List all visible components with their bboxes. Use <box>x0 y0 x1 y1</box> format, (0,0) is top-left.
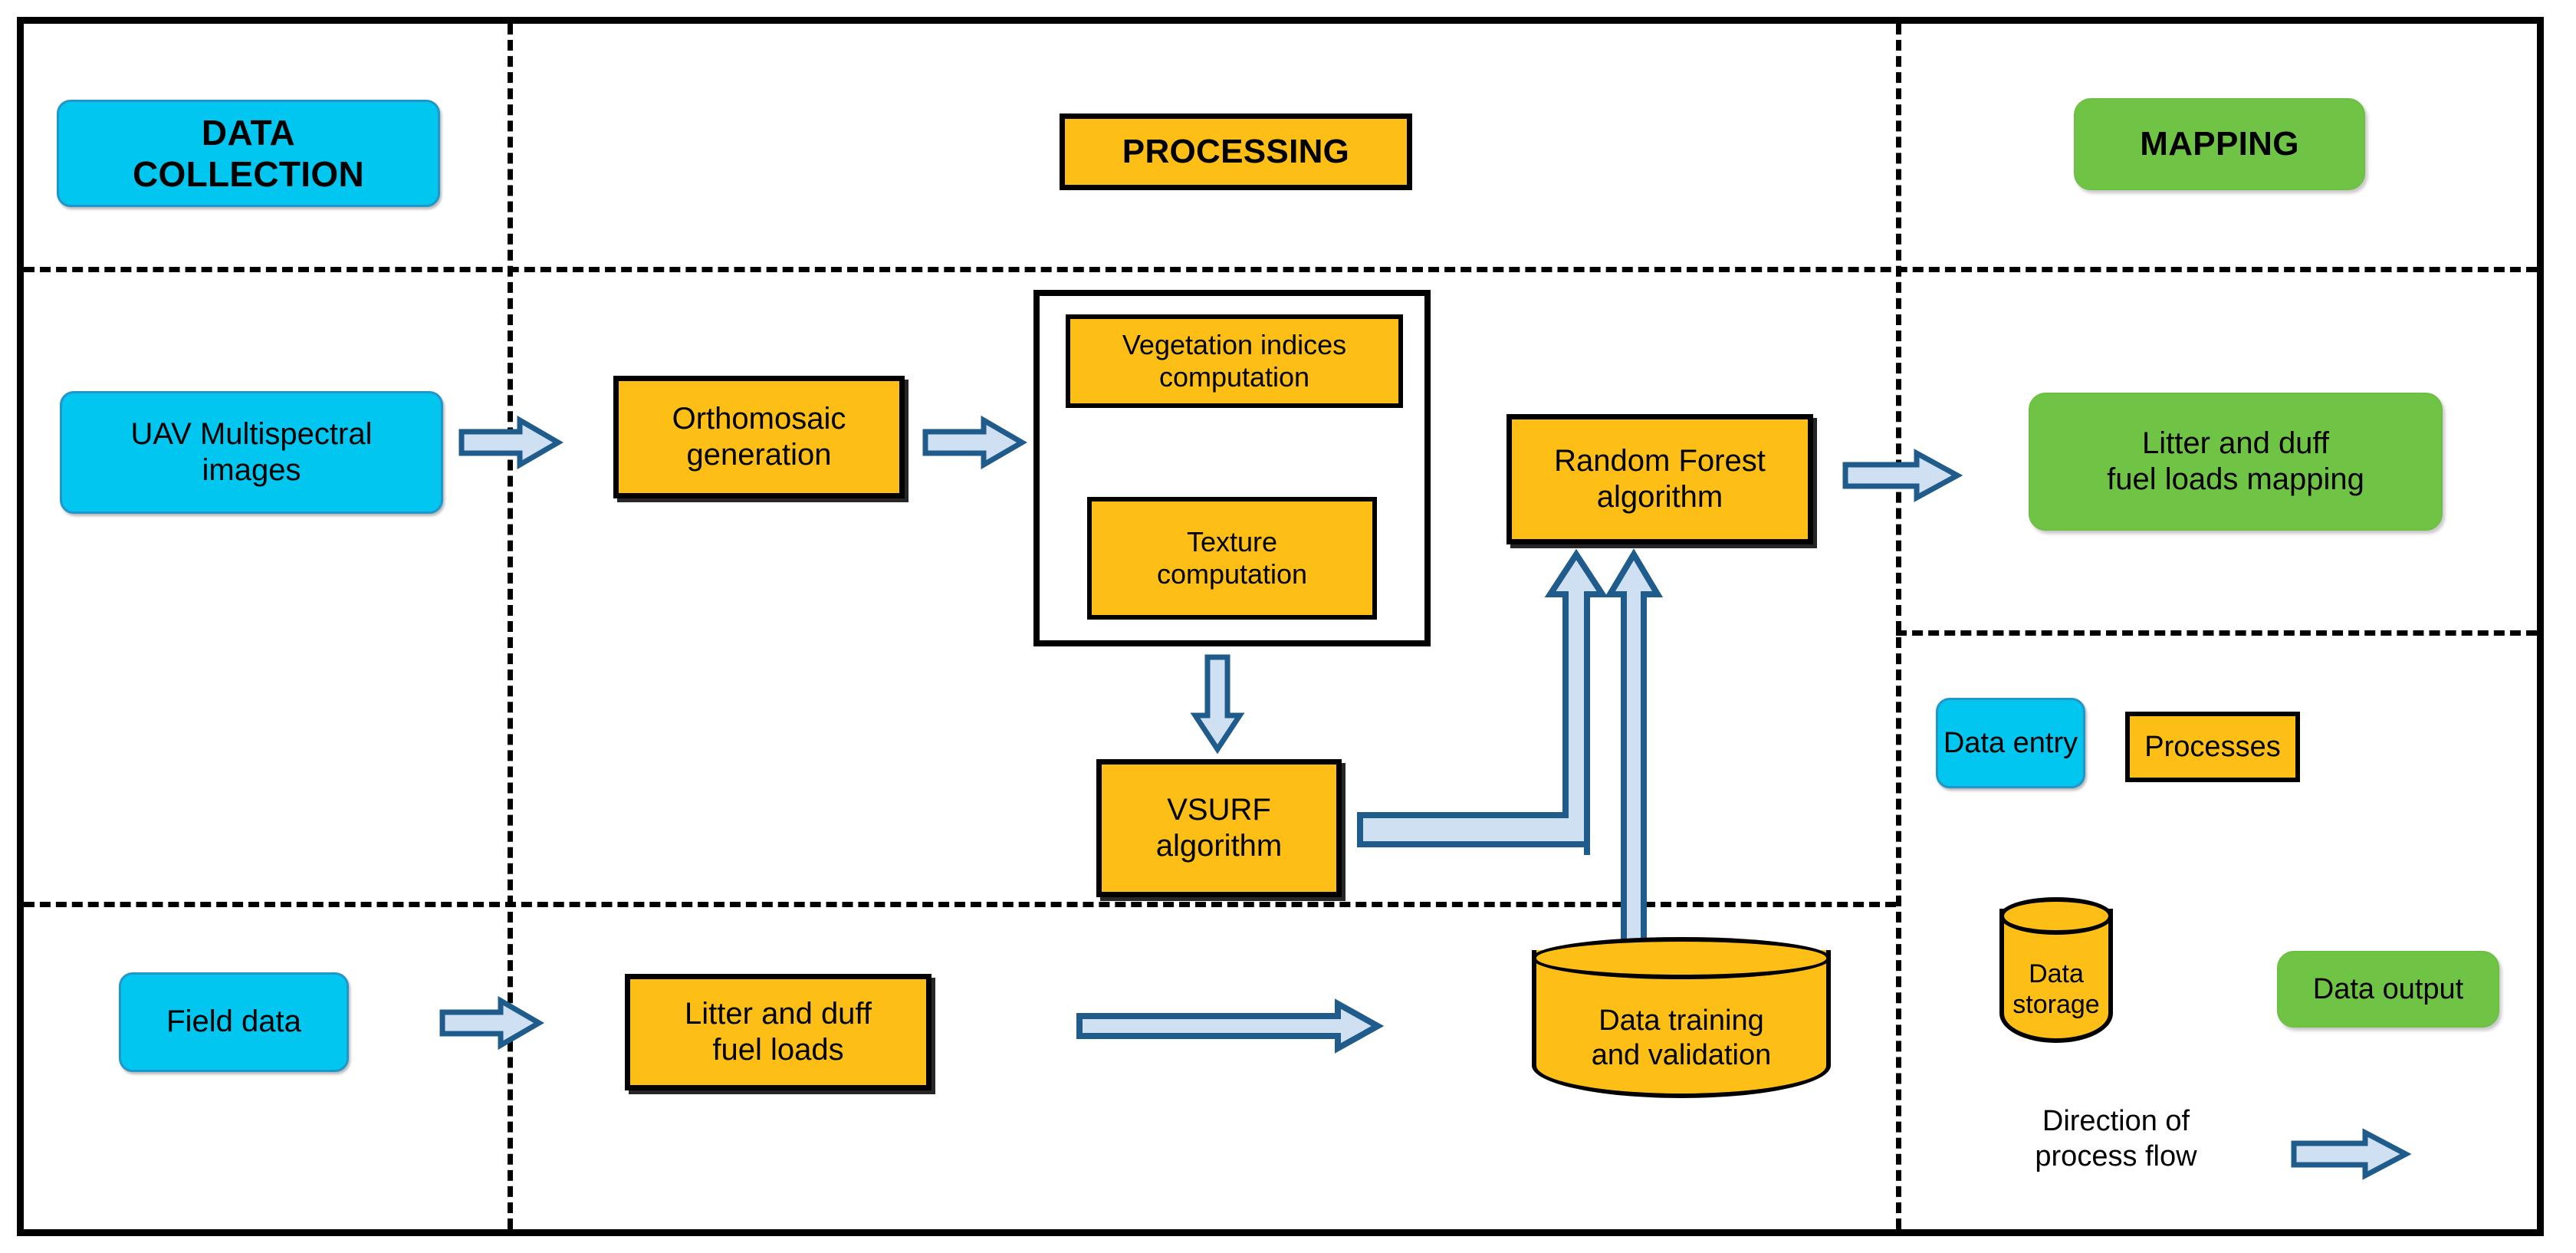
node-random-forest-algorithm: Random Forest algorithm <box>1506 414 1813 544</box>
node-field-data: Field data <box>119 972 349 1072</box>
legend-data-output-label: Data output <box>2312 972 2464 1005</box>
node-vegetation-indices-computation: Vegetation indices computation <box>1066 314 1403 408</box>
legend-data-storage: Data storage <box>1999 897 2113 1043</box>
banner-processing-label: PROCESSING <box>1122 133 1350 171</box>
node-texture-computation: Texture computation <box>1087 497 1377 620</box>
banner-mapping: MAPPING <box>2074 98 2365 190</box>
node-vsurf-algorithm-label: VSURF algorithm <box>1155 792 1283 863</box>
arrow-uav-to-orthomosaic <box>458 415 564 470</box>
banner-data-collection-label: DATA COLLECTION <box>133 112 364 194</box>
legend-data-storage-cylinder-body <box>1999 909 2113 1043</box>
node-field-data-label: Field data <box>166 1005 301 1039</box>
node-uav-multispectral-images-label: UAV Multispectral images <box>130 416 373 487</box>
arrow-random-forest-to-mapping <box>1842 449 1963 502</box>
arrow-computation-to-vsurf <box>1190 654 1245 755</box>
node-litter-duff-fuel-loads-mapping: Litter and duff fuel loads mapping <box>2029 393 2443 531</box>
legend-data-entry-label: Data entry <box>1943 726 2078 759</box>
arrow-litter-duff-to-data-training <box>1076 998 1385 1054</box>
divider-header-row <box>24 267 2537 272</box>
banner-data-collection: DATA COLLECTION <box>57 100 440 207</box>
node-data-training-and-validation-label: Data training and validation <box>1591 1005 1772 1072</box>
arrow-vsurf-to-random-forest <box>1357 548 1633 855</box>
node-uav-multispectral-images: UAV Multispectral images <box>60 391 443 514</box>
node-vsurf-algorithm: VSURF algorithm <box>1096 759 1342 897</box>
node-litter-duff-fuel-loads-mapping-label: Litter and duff fuel loads mapping <box>2107 426 2364 496</box>
legend-flow-direction-label: Direction of process flow <box>2035 1105 2197 1172</box>
legend-data-output: Data output <box>2277 951 2499 1028</box>
legend-data-storage-cylinder-top <box>1999 897 2113 936</box>
divider-main-bottom-row <box>24 902 1896 907</box>
divider-collection-processing <box>508 24 513 1229</box>
legend-data-entry: Data entry <box>1936 698 2085 788</box>
arrow-field-data-to-litter-duff <box>439 995 544 1051</box>
node-orthomosaic-generation: Orthomosaic generation <box>613 376 905 498</box>
node-litter-duff-fuel-loads-label: Litter and duff fuel loads <box>685 996 872 1067</box>
arrow-orthomosaic-to-computation-group <box>922 415 1027 470</box>
legend-processes-label: Processes <box>2144 730 2281 763</box>
data-training-cylinder-top <box>1532 937 1831 979</box>
legend-processes: Processes <box>2125 712 2300 782</box>
divider-legend-top <box>1896 630 2537 636</box>
node-data-training-and-validation: Data training and validation <box>1532 937 1831 1098</box>
node-orthomosaic-generation-label: Orthomosaic generation <box>672 401 846 472</box>
legend-data-storage-label: Data storage <box>2013 959 2100 1019</box>
banner-mapping-label: MAPPING <box>2140 125 2299 163</box>
node-litter-duff-fuel-loads: Litter and duff fuel loads <box>625 974 932 1090</box>
banner-processing: PROCESSING <box>1060 113 1412 190</box>
arrow-data-training-to-random-forest <box>1604 548 1664 964</box>
divider-processing-mapping <box>1896 24 1901 1229</box>
legend-flow-direction-arrow <box>2291 1128 2412 1180</box>
node-random-forest-algorithm-label: Random Forest algorithm <box>1554 443 1766 514</box>
node-texture-computation-label: Texture computation <box>1156 525 1308 590</box>
node-vegetation-indices-computation-label: Vegetation indices computation <box>1122 328 1347 393</box>
